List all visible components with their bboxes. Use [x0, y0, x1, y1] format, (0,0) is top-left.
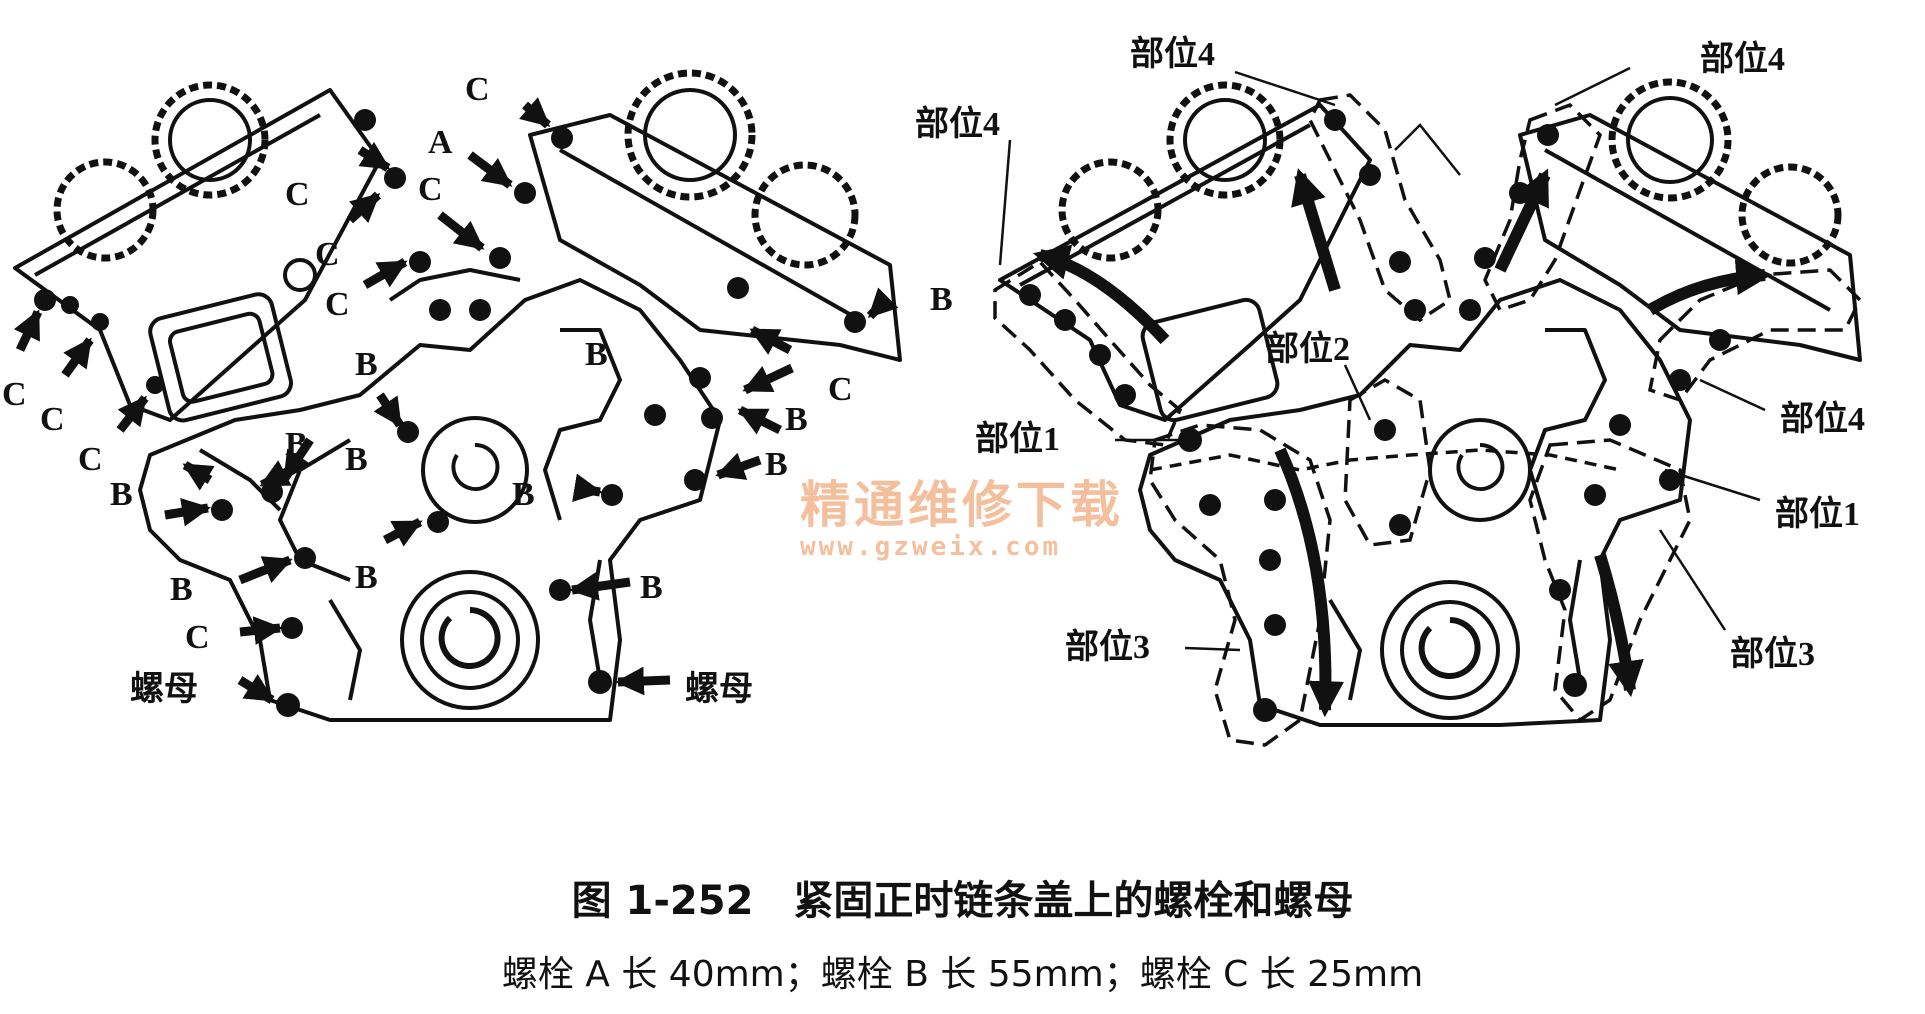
label-position-3: 部位3: [1730, 635, 1815, 673]
right-labels: 部位4 部位4 部位4 部位2 部位4 部位1 部位1 部位3 部位3: [915, 35, 1865, 673]
label-c: C: [40, 401, 65, 438]
direction-arrow: [1594, 553, 1644, 698]
label-b: B: [345, 441, 368, 478]
label-c: C: [828, 371, 853, 408]
left-bolts: [34, 109, 866, 717]
label-nut-left: 螺母: [130, 670, 198, 708]
bolt-marker: [34, 289, 56, 311]
direction-arrow: [1291, 168, 1341, 292]
region-4-top-left-outline: [1308, 93, 1452, 323]
label-c: C: [418, 171, 443, 208]
left-cam-sprocket-right: [624, 69, 756, 201]
right-bolts: [1019, 109, 1731, 722]
label-position-4: 部位4: [1780, 400, 1865, 438]
label-c: C: [78, 441, 103, 478]
label-c: C: [325, 286, 350, 323]
left-pointer-arrows: [13, 97, 899, 704]
left-labels: C A C C C C C C C B B B B B B B B C B 螺母…: [2, 71, 953, 708]
label-position-4: 部位4: [1700, 40, 1785, 78]
right-direction-arrows: [1033, 168, 1773, 718]
label-position-2: 部位2: [1265, 330, 1350, 368]
label-c: C: [465, 71, 490, 108]
direction-arrow: [1646, 259, 1773, 316]
label-b: B: [512, 476, 535, 513]
left-cam-sprocket-left: [151, 81, 269, 199]
right-water-pump: [1428, 418, 1532, 522]
label-position-1: 部位1: [1775, 495, 1860, 533]
direction-arrow: [1274, 447, 1344, 718]
right-engine-cover: [998, 78, 1862, 727]
right-cam-sprocket-right: [1608, 78, 1732, 202]
label-nut-right: 螺母: [685, 670, 753, 708]
region-2-outline: [1343, 377, 1432, 547]
label-b: B: [170, 571, 193, 608]
right-crank-pulley: [1380, 580, 1520, 720]
label-c: C: [185, 619, 210, 656]
label-b: B: [785, 401, 808, 438]
watermark-title: 精通维修下载: [800, 476, 1124, 534]
direction-arrow: [1494, 168, 1551, 273]
region-4-right-outline: [1647, 268, 1863, 403]
label-b: B: [355, 559, 378, 596]
label-position-1: 部位1: [975, 420, 1060, 458]
figure-caption-subtitle: 螺栓 A 长 40mm；螺栓 B 长 55mm；螺栓 C 长 25mm: [501, 954, 1424, 995]
right-leader-lines: [998, 66, 1766, 652]
label-c: C: [2, 376, 27, 413]
watermark: 精通维修下载 www.gzweix.com: [800, 476, 1124, 562]
label-position-4: 部位4: [915, 105, 1000, 143]
label-b: B: [285, 426, 308, 463]
label-b: B: [765, 446, 788, 483]
label-b: B: [640, 569, 663, 606]
label-b: B: [930, 281, 953, 318]
label-a: A: [428, 124, 453, 161]
figure-caption-title: 图 1-252 紧固正时链条盖上的螺栓和螺母: [571, 878, 1354, 924]
left-engine-cover: [13, 69, 902, 722]
direction-arrow: [1033, 244, 1170, 345]
region-4-left-outline: [993, 259, 1183, 447]
label-position-4: 部位4: [1130, 35, 1215, 73]
label-b: B: [110, 476, 133, 513]
region-3-right-outline: [1528, 438, 1692, 723]
label-c: C: [315, 236, 340, 273]
label-b: B: [355, 346, 378, 383]
watermark-url: www.gzweix.com: [800, 532, 1061, 562]
region-3-left-outline: [1148, 423, 1332, 747]
left-crank-pulley: [400, 570, 540, 710]
label-c: C: [285, 176, 310, 213]
label-position-3: 部位3: [1065, 628, 1150, 666]
left-water-pump: [421, 416, 529, 524]
label-b: B: [585, 336, 608, 373]
